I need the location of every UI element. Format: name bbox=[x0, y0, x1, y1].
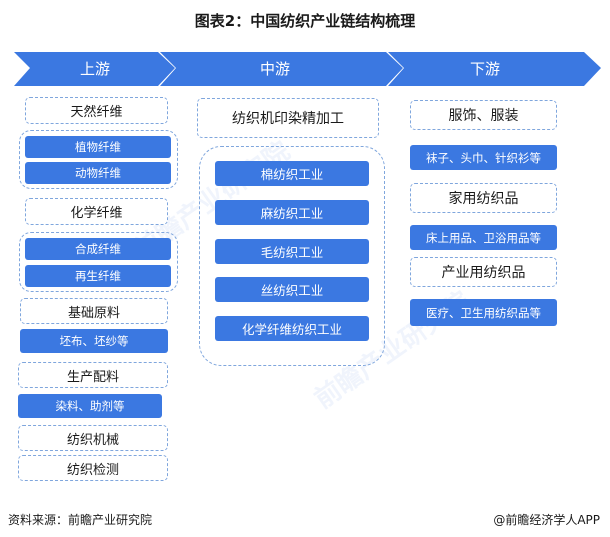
diagram-title: 图表2：中国纺织产业链结构梳理 bbox=[194, 12, 416, 30]
midstream-item: 棉纺织工业 bbox=[215, 161, 369, 186]
natural-fiber-box: 天然纤维 bbox=[25, 97, 168, 124]
midstream-item: 化学纤维纺织工业 bbox=[215, 316, 369, 341]
natural-fiber-group bbox=[19, 130, 178, 189]
textile-testing-box: 纺织检测 bbox=[18, 455, 168, 481]
grey-cloth-yarn-box: 坯布、坯纱等 bbox=[20, 329, 168, 353]
production-ingredients-box: 生产配料 bbox=[18, 362, 168, 388]
stage-label-downstream: 下游 bbox=[469, 60, 500, 78]
stage-arrow-midstream bbox=[160, 52, 403, 86]
industrial-items-box: 医疗、卫生用纺织品等 bbox=[410, 299, 557, 326]
synthetic-fiber-box: 合成纤维 bbox=[25, 238, 171, 260]
stage-arrow-upstream bbox=[14, 52, 175, 86]
source-note: 资料来源：前瞻产业研究院 bbox=[8, 513, 153, 527]
stage-label-midstream: 中游 bbox=[259, 60, 290, 78]
home-textiles-box: 家用纺织品 bbox=[410, 183, 557, 213]
plant-fiber-box: 植物纤维 bbox=[25, 136, 171, 158]
chemical-fiber-box: 化学纤维 bbox=[25, 198, 168, 225]
home-items-box: 床上用品、卫浴用品等 bbox=[410, 225, 557, 250]
midstream-item: 毛纺织工业 bbox=[215, 239, 369, 264]
basic-materials-box: 基础原料 bbox=[20, 298, 168, 324]
apparel-items-box: 袜子、头巾、针织衫等 bbox=[410, 145, 557, 170]
chemical-fiber-group bbox=[19, 232, 178, 292]
dyeing-finishing-box: 纺织机印染精加工 bbox=[197, 98, 379, 138]
industrial-textiles-box: 产业用纺织品 bbox=[410, 257, 557, 287]
textile-machinery-box: 纺织机械 bbox=[18, 425, 168, 451]
midstream-item: 麻纺织工业 bbox=[215, 200, 369, 225]
regenerated-fiber-box: 再生纤维 bbox=[25, 265, 171, 287]
stage-arrow-downstream bbox=[388, 52, 601, 86]
midstream-item: 丝纺织工业 bbox=[215, 277, 369, 302]
animal-fiber-box: 动物纤维 bbox=[25, 162, 171, 184]
midstream-industries-group bbox=[199, 146, 385, 366]
dyes-auxiliaries-box: 染料、助剂等 bbox=[18, 394, 162, 418]
apparel-box: 服饰、服装 bbox=[410, 100, 557, 130]
stage-label-upstream: 上游 bbox=[79, 60, 110, 78]
brand-credit: @前瞻经济学人APP bbox=[493, 513, 600, 527]
